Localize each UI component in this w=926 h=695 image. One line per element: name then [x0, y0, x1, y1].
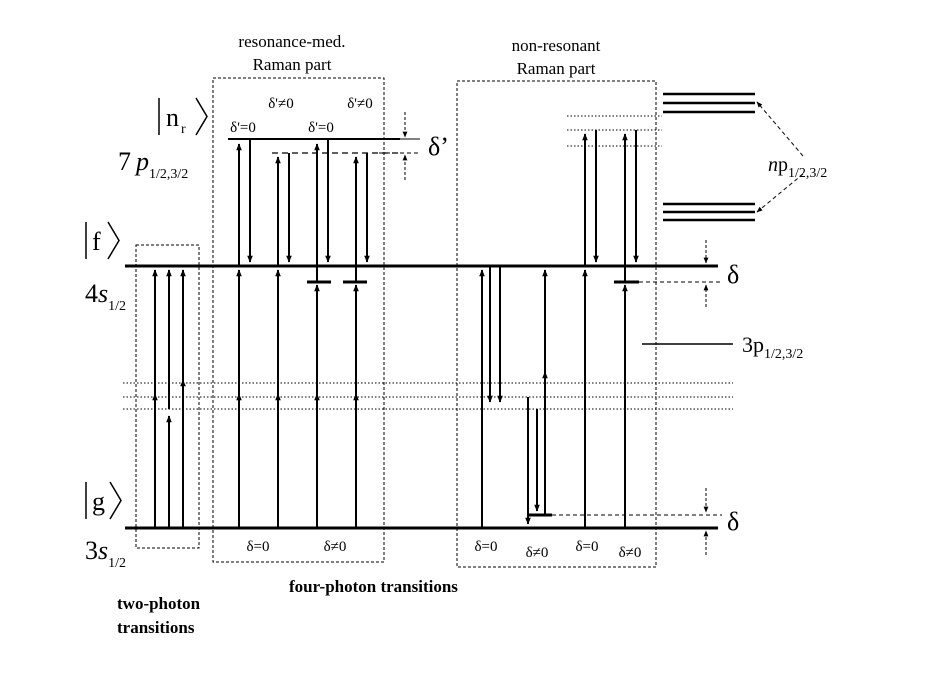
dp-nonzero-label-1: δ'≠0: [268, 96, 294, 112]
bottom-non-zero-2: δ=0: [575, 539, 598, 555]
two-photon-caption-2: transitions: [117, 618, 195, 637]
delta-f-label: δ: [727, 260, 739, 289]
dp-zero-label-1: δ'=0: [230, 120, 256, 136]
bottom-non-nonzero-1: δ≠0: [526, 545, 549, 561]
resonance-title-2: Raman part: [253, 55, 332, 74]
ket-nr-n: n: [166, 103, 179, 132]
ket-f: [85, 221, 120, 260]
ket-nr: [158, 97, 208, 136]
four-photon-caption: four-photon transitions: [289, 577, 458, 596]
dp-zero-label-2: δ'=0: [308, 120, 334, 136]
resonance-title-1: resonance-med.: [238, 32, 345, 51]
nonres-title-2: Raman part: [517, 59, 596, 78]
ket-g-label: g: [92, 487, 105, 516]
two-photon-caption-1: two-photon: [117, 594, 201, 613]
delta-prime-label: δ’: [428, 132, 449, 161]
np-levels: [663, 92, 755, 222]
resonance-arrows: [236, 139, 370, 528]
label-4s: 4s1/2: [85, 279, 126, 314]
bottom-non-zero-1: δ=0: [474, 539, 497, 555]
two-photon-box: [135, 244, 200, 549]
ket-nr-sub: r: [181, 122, 186, 137]
ket-f-label: f: [92, 227, 101, 256]
bottom-non-nonzero-2: δ≠0: [619, 545, 642, 561]
np-pointer-upper: [756, 101, 804, 157]
resonance-box: [212, 77, 385, 563]
nonresonant-box: [456, 80, 657, 568]
three-p-label: 3p1/2,3/2: [742, 332, 803, 362]
dp-nonzero-label-2: δ'≠0: [347, 96, 373, 112]
delta-g-label: δ: [727, 507, 739, 536]
bottom-res-nonzero: δ≠0: [324, 539, 347, 555]
nonresonant-arrows: [479, 130, 639, 528]
np-pointer-lower: [756, 173, 804, 213]
two-photon-arrows: [152, 269, 186, 528]
nonres-title-1: non-resonant: [512, 36, 601, 55]
bottom-res-zero: δ=0: [246, 539, 269, 555]
label-3s: 3s1/2: [85, 536, 126, 571]
ket-g: [85, 481, 122, 520]
np-label: np1/2,3/2: [768, 154, 827, 181]
